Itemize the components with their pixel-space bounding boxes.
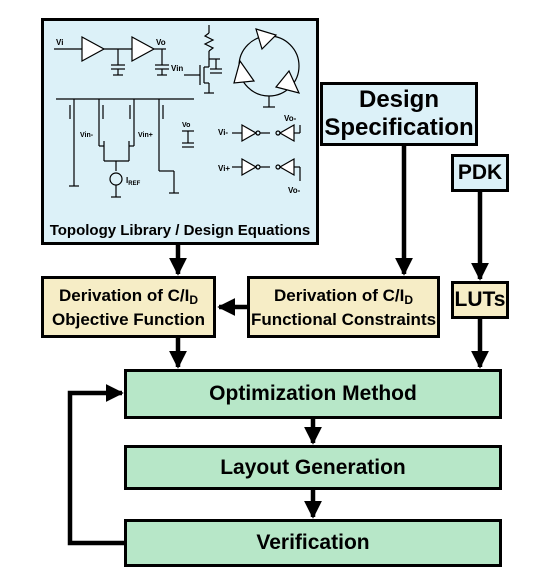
label-vi-plus: Vi+ bbox=[218, 164, 230, 173]
design-spec-line2: Specification bbox=[324, 114, 474, 141]
label-vi-minus: Vi- bbox=[218, 128, 228, 137]
label-vin: Vin bbox=[171, 64, 183, 73]
pdk-box: PDK bbox=[451, 154, 509, 192]
derobj-line2: Objective Function bbox=[51, 309, 206, 329]
label-vo-minus: Vo- bbox=[284, 114, 297, 123]
topology-library-title: Topology Library / Design Equations bbox=[49, 222, 311, 239]
dercon-line2: Functional Constraints bbox=[250, 309, 437, 329]
topology-library-box: Vi Vo Vin Vin- Vin+ Vo IREF Vi- Vi+ Vo- … bbox=[41, 18, 319, 245]
derobj-line1: Derivation of C/I bbox=[58, 285, 190, 305]
layout-label: Layout Generation bbox=[220, 455, 406, 479]
derivation-objective-box: Derivation of C/ID Objective Function bbox=[41, 276, 216, 338]
verification-box: Verification bbox=[124, 519, 502, 567]
design-spec-line1: Design bbox=[358, 86, 439, 113]
design-specification-box: Design Specification bbox=[320, 82, 478, 146]
derobj-sub: D bbox=[189, 292, 199, 307]
dercon-sub: D bbox=[404, 292, 414, 307]
arrow-verif-feedback bbox=[67, 384, 124, 546]
verification-label: Verification bbox=[256, 531, 370, 554]
label-vin-minus: Vin- bbox=[80, 132, 94, 139]
derivation-constraints-box: Derivation of C/ID Functional Constraint… bbox=[247, 276, 440, 338]
label-vin-plus: Vin+ bbox=[138, 132, 153, 139]
label-vo: Vo bbox=[156, 38, 166, 47]
luts-label: LUTs bbox=[454, 288, 506, 311]
label-vi: Vi bbox=[56, 38, 63, 47]
svg-text:IREF: IREF bbox=[126, 176, 141, 187]
circuit-schematics: Vi Vo Vin Vin- Vin+ Vo IREF Vi- Vi+ Vo- … bbox=[54, 25, 301, 198]
pdk-label: PDK bbox=[457, 161, 503, 184]
dercon-line1: Derivation of C/I bbox=[273, 285, 405, 305]
label-iref-sub: REF bbox=[128, 181, 140, 187]
layout-generation-box: Layout Generation bbox=[124, 445, 502, 490]
optimization-label: Optimization Method bbox=[209, 382, 417, 405]
label-vo2: Vo bbox=[182, 122, 190, 129]
optimization-method-box: Optimization Method bbox=[124, 369, 502, 419]
label-vo-minus-2: Vo- bbox=[288, 186, 301, 195]
luts-box: LUTs bbox=[451, 281, 509, 319]
label-iref: I bbox=[126, 176, 128, 185]
